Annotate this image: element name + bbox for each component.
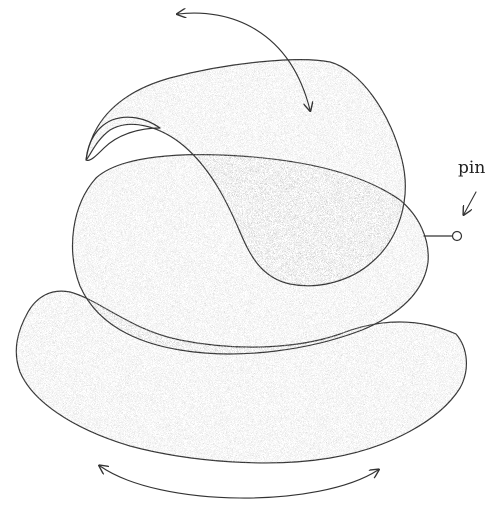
pin-head [453,232,462,241]
pin [424,232,462,241]
pin-pointer-arrow [464,192,476,214]
base-rotation-arrow [100,466,378,498]
pin-label: pin [458,160,485,177]
